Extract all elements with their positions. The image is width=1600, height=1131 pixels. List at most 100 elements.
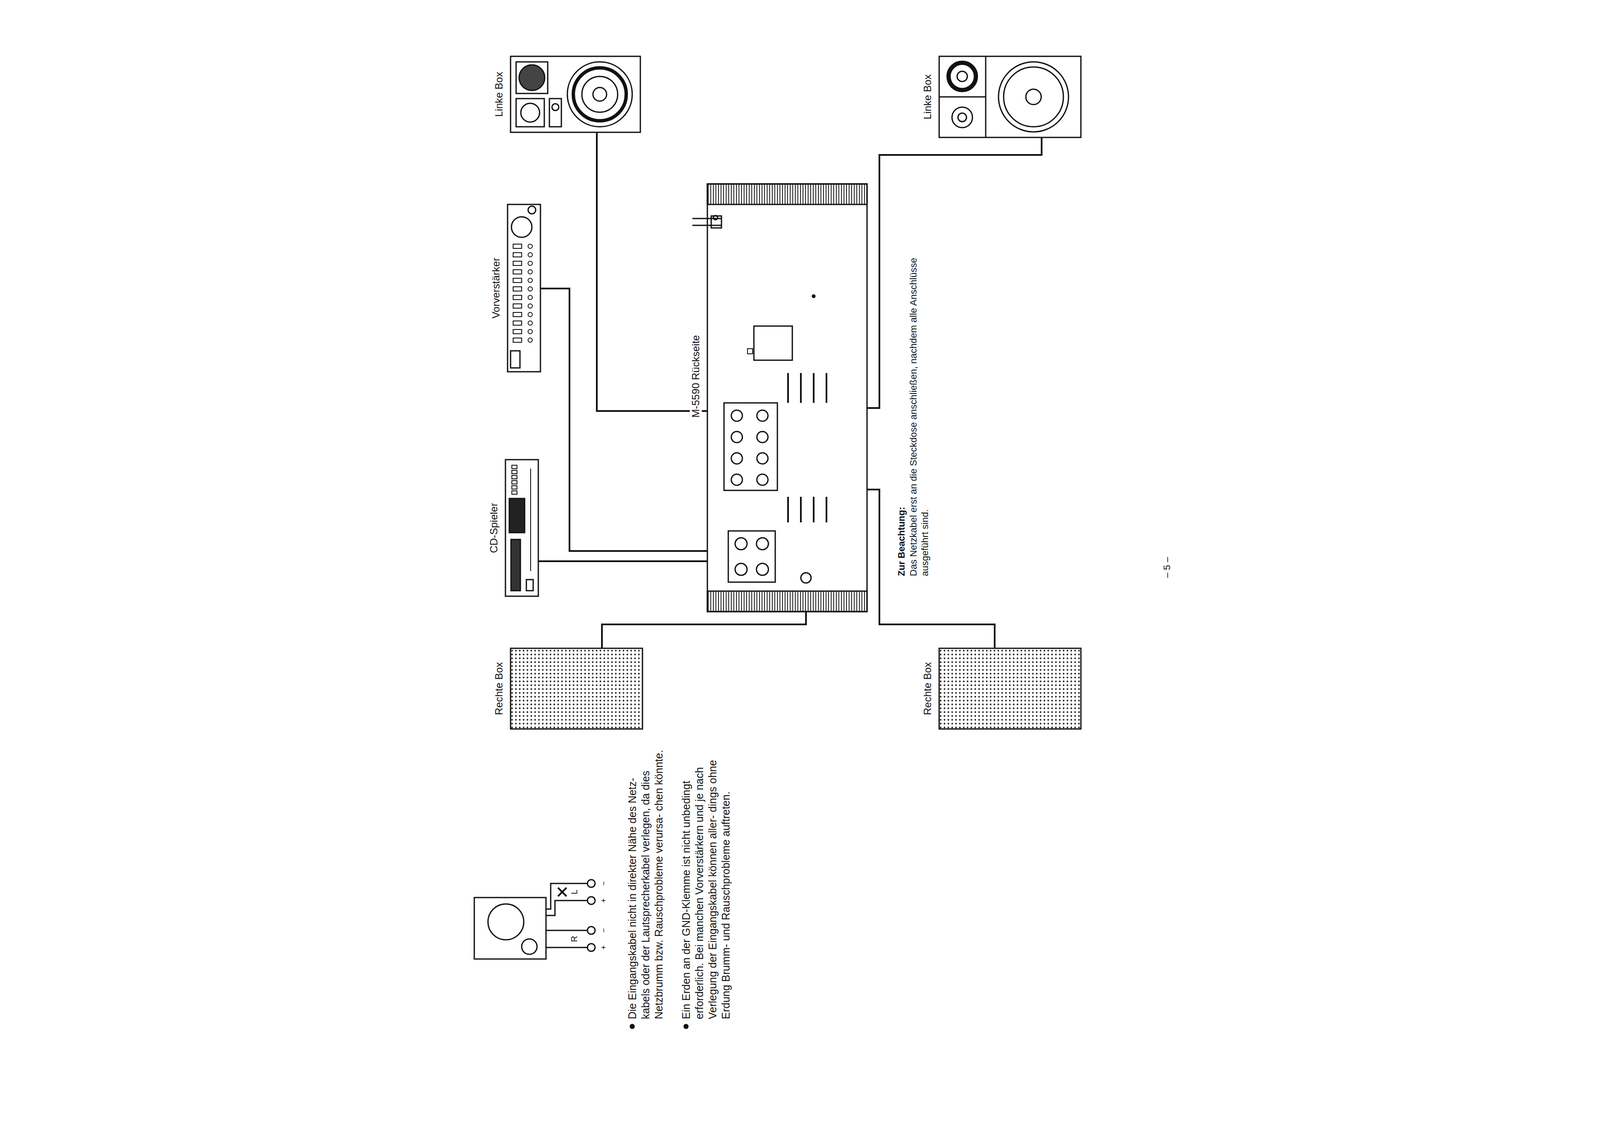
tweeter <box>521 939 538 955</box>
small-knob <box>528 269 533 275</box>
vent-slot <box>800 373 802 403</box>
speaker-box: Rechte Box <box>938 648 1082 730</box>
midrange-grille <box>519 64 545 91</box>
cable <box>538 560 707 563</box>
selector-knob <box>528 206 536 214</box>
bullet-dot <box>629 1024 635 1030</box>
vent-slot <box>812 373 815 403</box>
rating-plate <box>753 326 793 361</box>
cable <box>540 288 707 552</box>
woofer <box>487 904 524 941</box>
amplifier-rear-drawing <box>706 183 868 613</box>
device-label: M-5590 Rückseite <box>689 332 702 421</box>
cd-player-drawing <box>505 459 539 597</box>
device-label: Rechte Box <box>921 659 934 718</box>
preamplifier-drawing <box>507 204 541 373</box>
small-knob <box>528 252 533 257</box>
speaker-box-drawing <box>510 648 643 730</box>
tweeter-plate <box>516 98 545 127</box>
wood-side-panel <box>707 591 868 612</box>
speaker-box: Linke Box <box>510 55 641 133</box>
power-cord <box>692 218 722 220</box>
wood-side-panel <box>707 183 868 205</box>
cable <box>867 489 995 649</box>
speaker-wires <box>545 879 596 952</box>
device-label: Linke Box <box>493 69 506 120</box>
push-button <box>513 252 522 257</box>
speaker-terminal <box>756 474 768 486</box>
vent-slot <box>787 496 789 523</box>
polarity-sign: + <box>598 898 609 904</box>
volume-knob <box>511 216 532 238</box>
wire <box>545 947 588 949</box>
speaker-cabinet <box>474 897 546 960</box>
display <box>509 498 525 533</box>
cord-clamp <box>711 216 722 228</box>
push-button <box>513 244 522 249</box>
transport-button <box>511 485 517 490</box>
vent-slot <box>825 373 828 403</box>
rca-jack <box>756 563 769 576</box>
woofer-surround <box>573 67 627 121</box>
tweeter <box>520 103 540 123</box>
screw <box>812 294 815 298</box>
mid-plate <box>516 61 548 94</box>
bullet-note: Die Eingangskabel nicht in direkter Nähe… <box>625 746 666 1020</box>
amplifier-rear: M-5590 Rückseite <box>706 183 868 613</box>
terminal <box>587 943 596 952</box>
vent-slot <box>812 496 815 523</box>
cd-front <box>505 459 539 597</box>
woofer-frame <box>567 61 633 127</box>
speaker-terminal <box>756 452 768 465</box>
transport-button <box>511 490 517 495</box>
rca-jack <box>735 563 748 576</box>
woofer-cone <box>1003 67 1064 127</box>
woofer-frame <box>998 61 1069 132</box>
push-button <box>513 286 522 292</box>
power-cord <box>692 224 722 227</box>
cable <box>867 137 1042 409</box>
push-button <box>513 329 522 334</box>
polarity-sign: + <box>598 945 609 951</box>
wire <box>545 900 588 916</box>
push-button <box>513 278 522 283</box>
preamplifier: Vorverstärker <box>507 204 541 373</box>
small-knob <box>528 338 533 343</box>
speaker-terminal <box>756 410 768 422</box>
midrange <box>948 62 976 91</box>
amp-rear-panel <box>707 183 868 612</box>
note-text: Das Netzkabel erst an die Steckdose ansc… <box>907 239 931 577</box>
cross-mark <box>557 887 567 897</box>
polarity-sign: − <box>598 928 609 934</box>
cd-player: CD-Spieler <box>505 459 539 597</box>
device-label: CD-Spieler <box>487 500 500 556</box>
midrange-dome <box>957 71 968 82</box>
cross-mark <box>557 887 567 897</box>
push-button <box>513 295 522 300</box>
page-number: – 5 – <box>1161 539 1173 579</box>
small-knob <box>528 312 533 317</box>
wire <box>545 883 588 910</box>
speaker-terminal <box>731 410 743 422</box>
speaker-box-drawing <box>938 55 1082 138</box>
device-label: Linke Box <box>921 71 934 122</box>
speaker-terminal <box>756 431 768 443</box>
dust-cap <box>592 87 607 102</box>
polarity-sign: − <box>598 881 609 887</box>
disc-tray <box>510 539 521 591</box>
speaker-cabinet <box>939 56 1081 138</box>
small-knob <box>528 295 533 300</box>
push-button <box>513 269 522 275</box>
rca-jack <box>735 537 748 550</box>
speaker-terminal <box>731 452 743 465</box>
trim-line <box>530 468 532 572</box>
transport-button <box>511 475 517 479</box>
dust-cap <box>1025 89 1042 105</box>
channel-letter: L <box>569 889 580 895</box>
power-button <box>526 579 534 591</box>
input-panel <box>728 531 776 583</box>
small-speaker <box>474 897 546 960</box>
speaker-terminal-panel <box>724 402 778 491</box>
tweeter-dome <box>957 113 967 122</box>
